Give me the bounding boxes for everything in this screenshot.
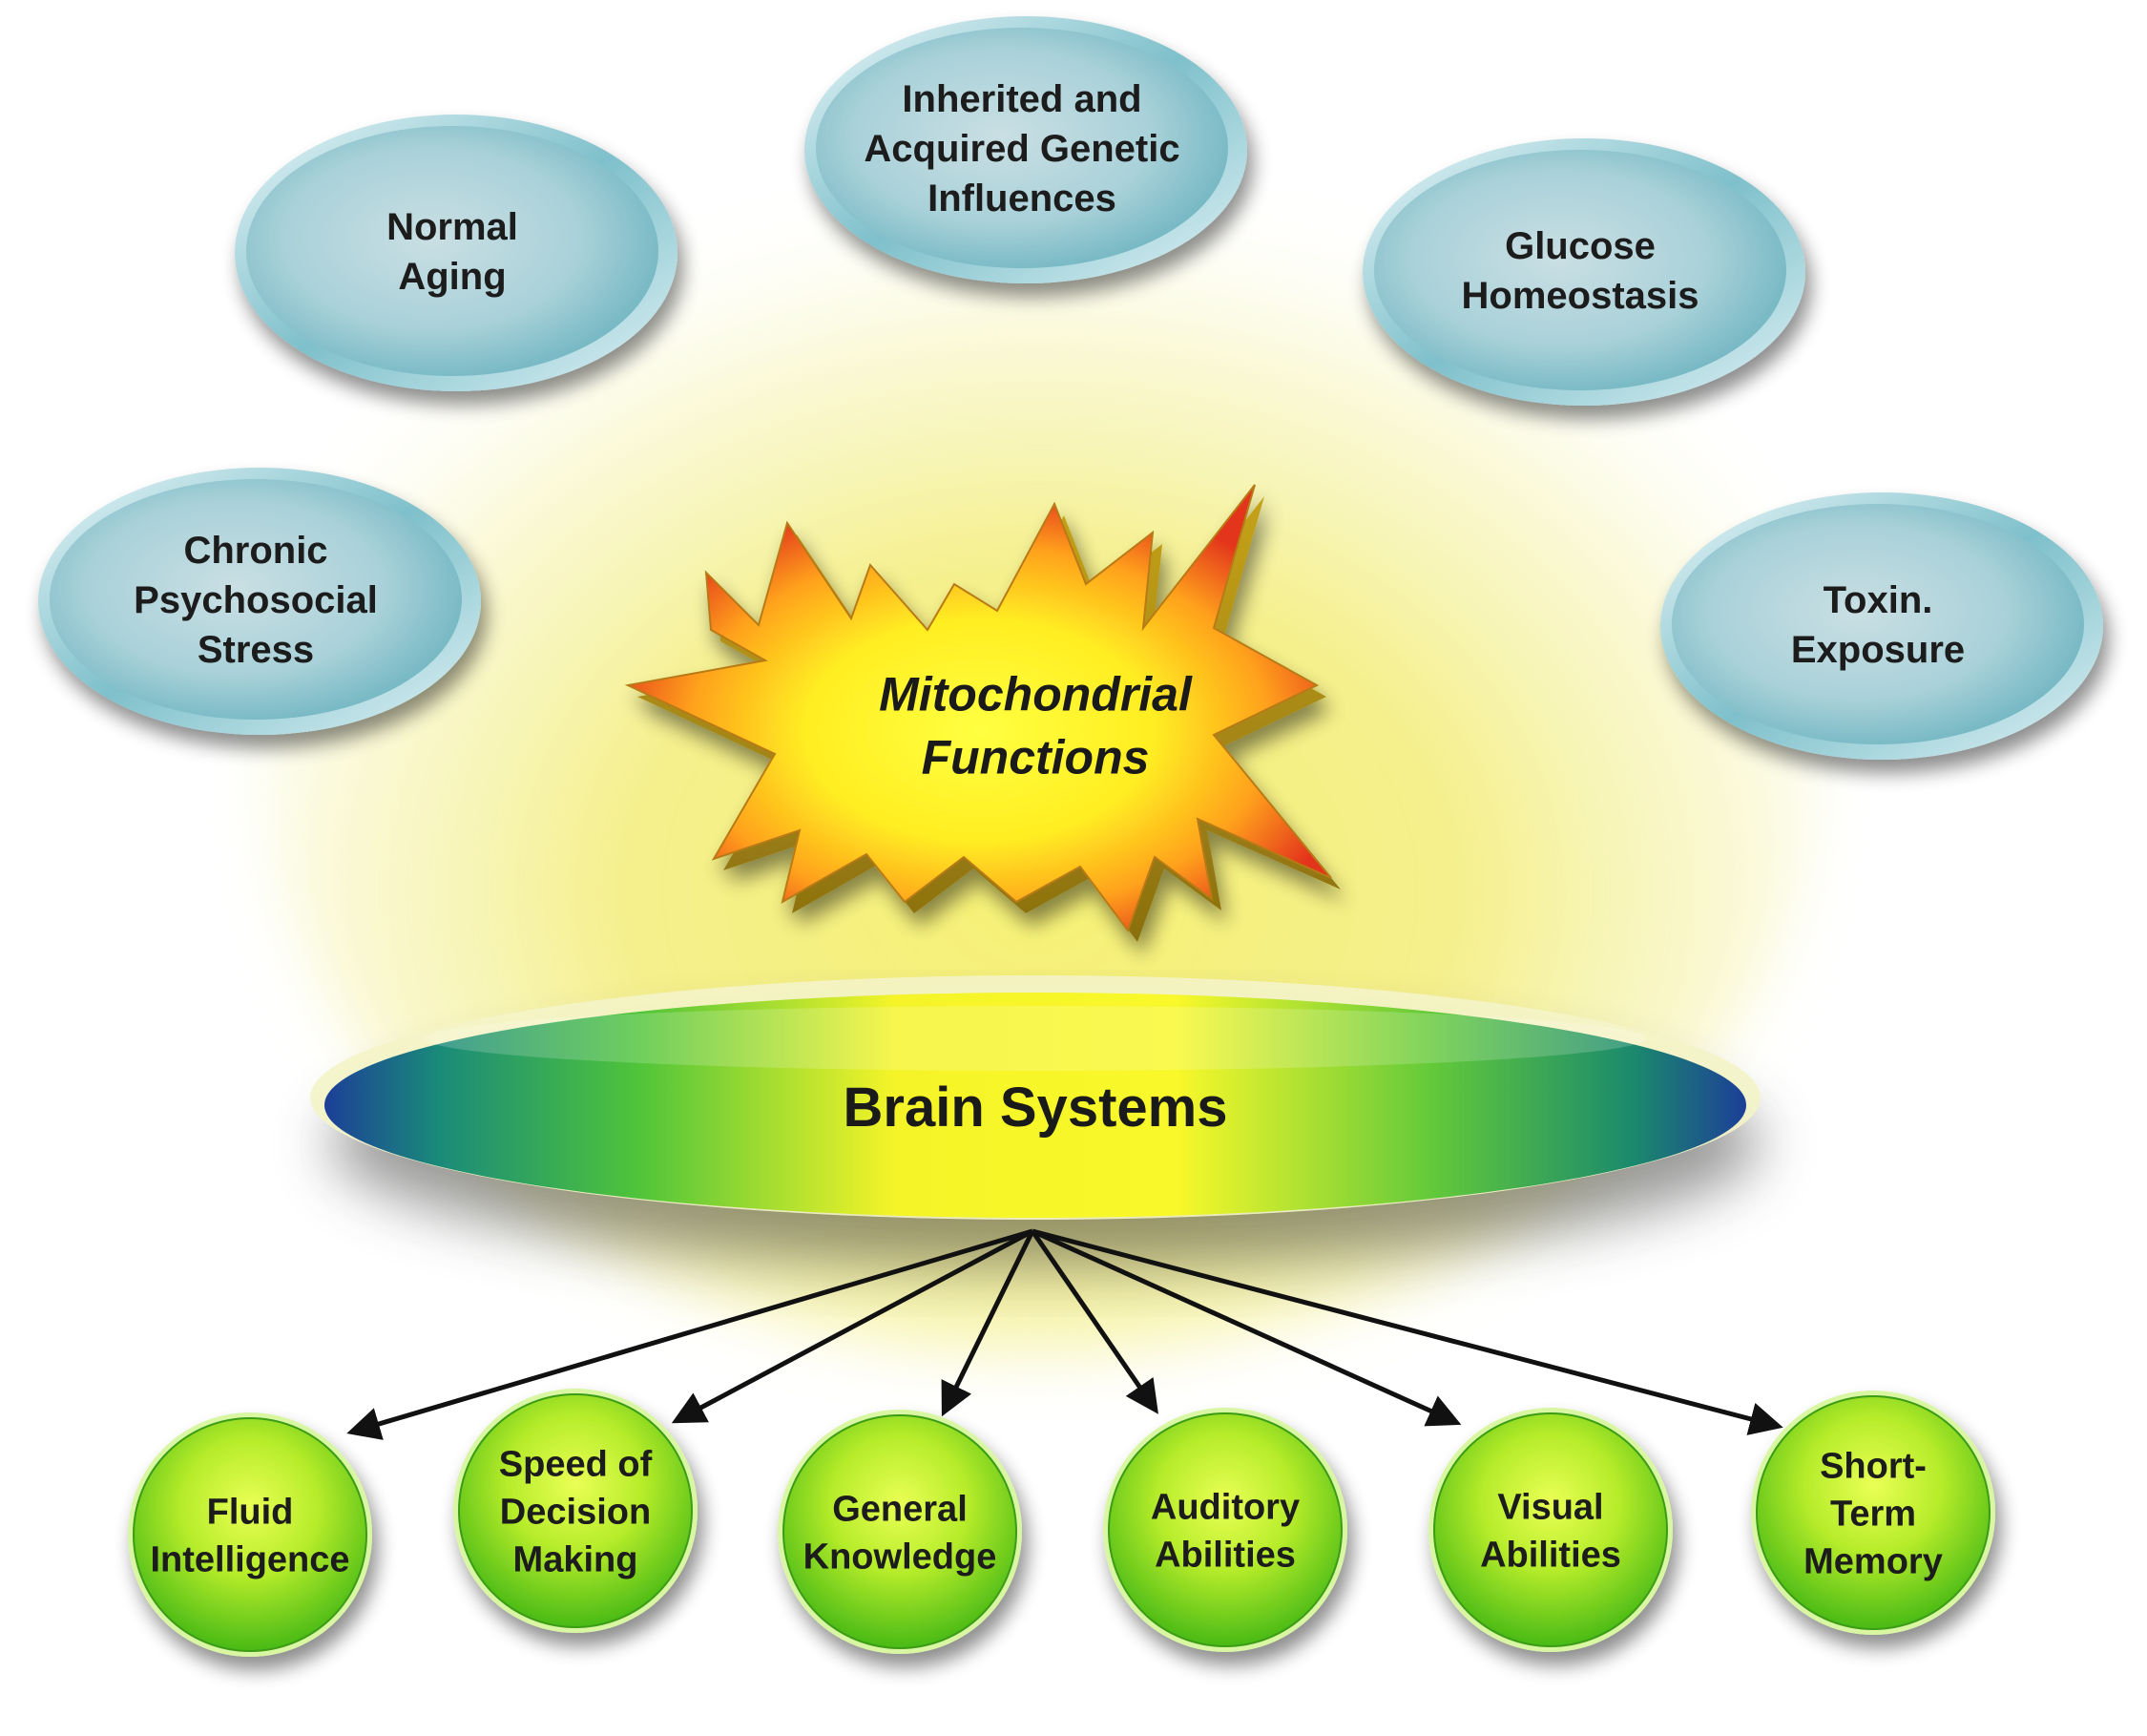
arrows-group xyxy=(346,1228,1783,1440)
ability-circle xyxy=(1756,1395,1991,1630)
influence-label-line: Psychosocial xyxy=(134,579,378,621)
ability-label-line: Making xyxy=(513,1539,638,1579)
star-shape xyxy=(624,484,1332,933)
ability-label-line: Decision xyxy=(500,1492,651,1532)
influence-ellipse xyxy=(246,126,658,376)
star-bevel xyxy=(624,484,1341,942)
influence-label-line: Homeostasis xyxy=(1462,275,1699,317)
ability-label-line: Term xyxy=(1830,1494,1916,1534)
ability-circle xyxy=(1433,1412,1668,1647)
arrow-to-speed-of-decision-making xyxy=(671,1228,1034,1424)
ability-label-line: Auditory xyxy=(1151,1487,1300,1527)
ability-label-line: Intelligence xyxy=(150,1539,349,1579)
influence-label-line: Normal xyxy=(386,206,518,248)
ability-label-line: Knowledge xyxy=(803,1537,997,1577)
ability-circle xyxy=(1108,1412,1343,1647)
ability-label-line: General xyxy=(832,1489,968,1529)
ability-label-line: Speed of xyxy=(499,1444,653,1484)
ability-label-line: Visual xyxy=(1497,1487,1603,1527)
influence-label-line: Influences xyxy=(928,178,1116,220)
influence-label-line: Acquired Genetic xyxy=(864,128,1179,170)
arrow-to-auditory-abilities xyxy=(1030,1229,1158,1414)
influence-label-line: Toxin. xyxy=(1824,579,1933,621)
ability-label-line: Short- xyxy=(1820,1446,1927,1486)
arrow-to-general-knowledge xyxy=(941,1229,1035,1417)
arrow-to-fluid-intelligence xyxy=(346,1228,1033,1440)
influence-label-line: Glucose xyxy=(1505,225,1656,267)
brain-disc xyxy=(324,993,1746,1218)
ability-circle xyxy=(782,1414,1017,1649)
arrow-to-visual-abilities xyxy=(1031,1228,1462,1427)
influence-ellipse xyxy=(1672,504,2084,744)
influence-ellipse xyxy=(816,28,1228,268)
ability-label-line: Abilities xyxy=(1155,1535,1296,1575)
arrow-to-short-term-memory xyxy=(1032,1228,1783,1435)
ability-circle xyxy=(458,1393,693,1628)
influence-toxin-exposure: Toxin. Exposure xyxy=(1660,492,2103,760)
influence-label-line: Chronic xyxy=(183,530,327,572)
influence-label: Toxin. Exposure xyxy=(1791,579,1965,671)
influence-label-line: Aging xyxy=(398,256,506,298)
ability-label-line: Fluid xyxy=(207,1492,294,1532)
influence-label-line: Stress xyxy=(198,629,314,671)
ability-label-line: Memory xyxy=(1803,1541,1943,1581)
ability-circle xyxy=(133,1417,367,1652)
influence-label-line: Inherited and xyxy=(902,78,1141,120)
influence-ellipse xyxy=(50,479,462,720)
influence-ellipse xyxy=(1374,150,1786,390)
mitochondrial-functions-label-line: Mitochondrial xyxy=(879,668,1193,722)
ability-label-line: Abilities xyxy=(1480,1535,1621,1575)
influence-label-line: Exposure xyxy=(1791,629,1965,671)
brain-disc-highlight xyxy=(425,1006,1646,1071)
brain-systems-label: Brain Systems xyxy=(844,1077,1228,1139)
mitochondrial-functions-label-line: Functions xyxy=(922,731,1150,784)
brain-systems-disc: Brain Systems xyxy=(310,975,1761,1267)
